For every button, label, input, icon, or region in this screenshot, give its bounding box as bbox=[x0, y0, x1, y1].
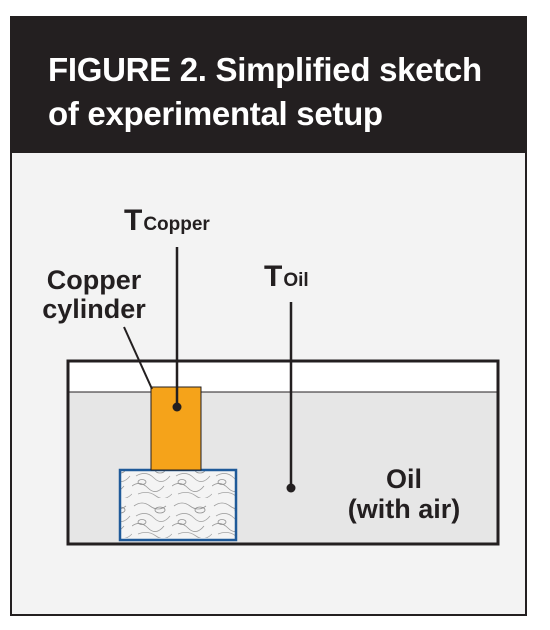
oil-label-line2: (with air) bbox=[348, 494, 461, 524]
copper-cylinder-label-line1: Copper bbox=[47, 265, 142, 295]
figure-title: FIGURE 2. Simplified sketch of experimen… bbox=[48, 51, 482, 132]
t-copper-label: TCopper bbox=[124, 204, 210, 237]
copper-sensor-point bbox=[172, 402, 182, 412]
oil-label-line1: Oil bbox=[386, 464, 422, 494]
setup-diagram: TCopper TOil Copper cylinder Oil (with a… bbox=[42, 204, 500, 546]
copper-cylinder-leader bbox=[123, 326, 153, 390]
copper-cylinder-label-line2: cylinder bbox=[42, 294, 146, 324]
figure-panel: FIGURE 2. Simplified sketch of experimen… bbox=[10, 16, 527, 616]
base-block bbox=[118, 468, 238, 542]
figure-header: FIGURE 2. Simplified sketch of experimen… bbox=[12, 18, 525, 153]
copper-cylinder bbox=[150, 386, 202, 471]
tank-outline bbox=[66, 359, 500, 546]
oil-sensor-point bbox=[286, 483, 296, 493]
t-oil-label: TOil bbox=[264, 260, 309, 293]
